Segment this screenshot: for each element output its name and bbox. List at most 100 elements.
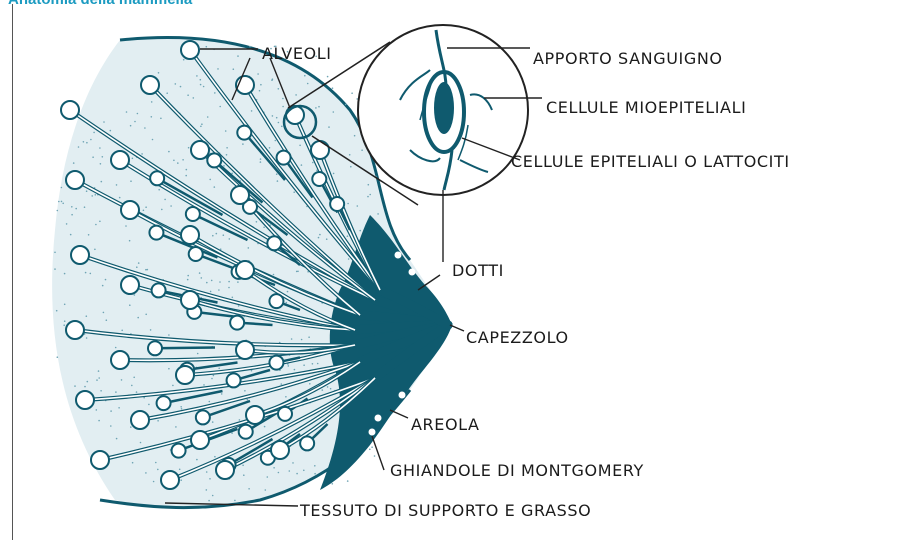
stipple-dot (71, 214, 73, 216)
stipple-dot (276, 173, 278, 175)
alveolus-lumen (434, 82, 454, 134)
stipple-dot (327, 386, 329, 388)
stipple-dot (121, 330, 123, 332)
stipple-dot (332, 483, 334, 485)
alveolus (157, 396, 171, 410)
stipple-dot (164, 199, 166, 201)
stipple-dot (347, 203, 349, 205)
stipple-dot (273, 467, 275, 469)
stipple-dot (214, 92, 216, 94)
stipple-dot (63, 324, 65, 326)
stipple-dot (196, 75, 198, 77)
stipple-dot (125, 225, 127, 227)
stipple-dot (197, 353, 199, 355)
label-myoepithelial-cells: CELLULE MIOEPITELIALI (546, 99, 746, 117)
stipple-dot (98, 377, 100, 379)
stipple-dot (95, 224, 97, 226)
stipple-dot (173, 160, 175, 162)
stipple-dot (333, 173, 335, 175)
stipple-dot (73, 162, 75, 164)
alveolus (236, 261, 254, 279)
stipple-dot (282, 106, 284, 108)
stipple-dot (57, 210, 59, 212)
stipple-dot (282, 98, 284, 100)
stipple-dot (327, 76, 329, 78)
stipple-dot (248, 247, 250, 249)
stipple-dot (61, 201, 63, 203)
stipple-dot (57, 356, 59, 358)
stipple-dot (206, 282, 208, 284)
label-alveoli: ALVEOLI (262, 45, 332, 63)
stipple-dot (86, 337, 88, 339)
stipple-dot (231, 173, 233, 175)
stipple-dot (99, 147, 101, 149)
stipple-dot (281, 383, 283, 385)
alveolus (269, 356, 283, 370)
stipple-dot (157, 469, 159, 471)
montgomery-gland (369, 429, 375, 435)
stipple-dot (237, 55, 239, 57)
stipple-dot (166, 92, 168, 94)
stipple-dot (64, 273, 66, 275)
stipple-dot (145, 269, 147, 271)
stipple-dot (219, 281, 221, 283)
stipple-dot (276, 117, 278, 119)
stipple-dot (172, 385, 174, 387)
alveolus (111, 351, 129, 369)
stipple-dot (223, 165, 225, 167)
stipple-dot (315, 107, 317, 109)
stipple-dot (371, 446, 373, 448)
stipple-dot (211, 280, 213, 282)
stipple-dot (54, 252, 56, 254)
stipple-dot (208, 500, 210, 502)
alveolus (91, 451, 109, 469)
stipple-dot (158, 189, 160, 191)
stipple-dot (299, 145, 301, 147)
stipple-dot (368, 184, 370, 186)
stipple-dot (160, 118, 162, 120)
stipple-dot (131, 385, 133, 387)
stipple-dot (130, 426, 132, 428)
stipple-dot (289, 470, 291, 472)
montgomery-gland (395, 252, 401, 258)
stipple-dot (212, 495, 214, 497)
stipple-dot (359, 230, 361, 232)
stipple-dot (303, 364, 305, 366)
stipple-dot (232, 297, 234, 299)
stipple-dot (291, 338, 293, 340)
stipple-dot (332, 87, 334, 89)
stipple-dot (177, 162, 179, 164)
stipple-dot (134, 294, 136, 296)
stipple-dot (296, 473, 298, 475)
stipple-dot (168, 151, 170, 153)
duct-twig (155, 348, 215, 349)
stipple-dot (301, 164, 303, 166)
stipple-dot (103, 121, 105, 123)
stipple-dot (354, 135, 356, 137)
stipple-dot (314, 465, 316, 467)
stipple-dot (140, 442, 142, 444)
stipple-dot (115, 347, 117, 349)
stipple-dot (349, 154, 351, 156)
stipple-dot (137, 113, 139, 115)
stipple-dot (281, 126, 283, 128)
stipple-dot (228, 287, 230, 289)
stipple-dot (212, 235, 214, 237)
stipple-dot (86, 142, 88, 144)
stipple-dot (93, 132, 95, 134)
stipple-dot (136, 266, 138, 268)
stipple-dot (304, 75, 306, 77)
stipple-dot (66, 223, 68, 225)
stipple-dot (278, 88, 280, 90)
stipple-dot (288, 365, 290, 367)
stipple-dot (357, 205, 359, 207)
alveolus (176, 366, 194, 384)
alveolus (216, 461, 234, 479)
label-support-tissue: TESSUTO DI SUPPORTO E GRASSO (300, 502, 591, 520)
stipple-dot (318, 237, 320, 239)
stipple-dot (348, 258, 350, 260)
stipple-dot (58, 201, 60, 203)
stipple-dot (209, 478, 211, 480)
alveolus (300, 436, 314, 450)
